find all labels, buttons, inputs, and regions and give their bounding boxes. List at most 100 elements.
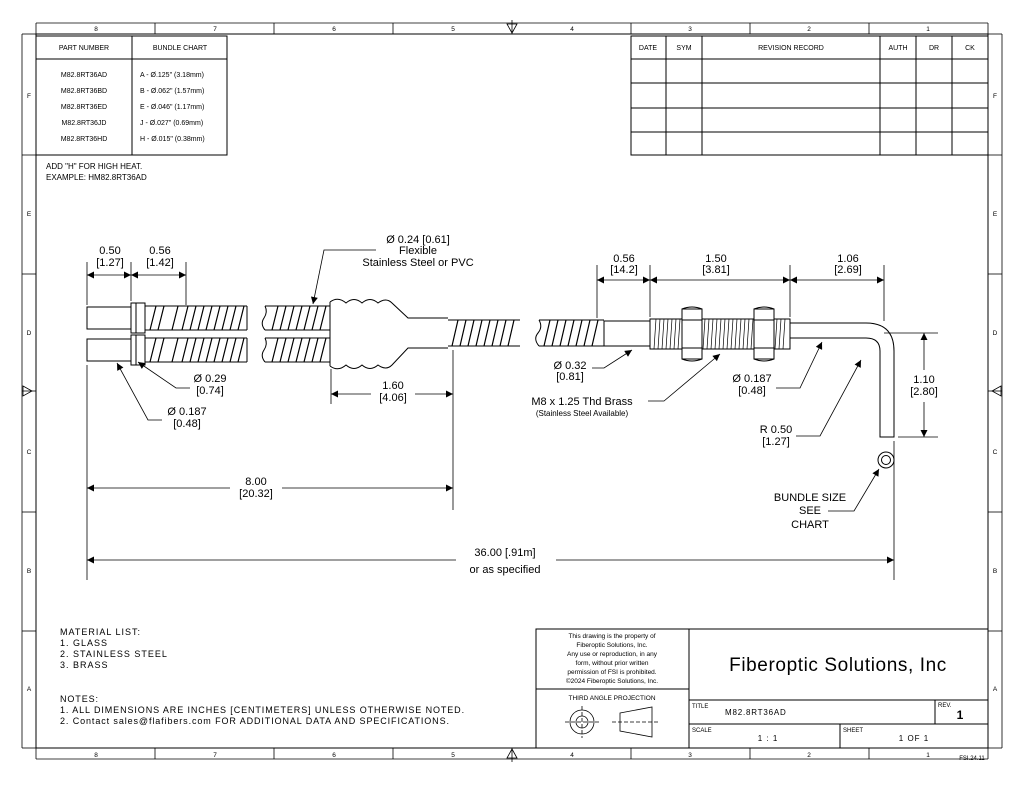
fiber-tip-lower xyxy=(86,338,132,362)
svg-text:NOTES:: NOTES: xyxy=(60,694,99,704)
revision-header: REVISION RECORD xyxy=(758,45,824,52)
table-header: BUNDLE CHART xyxy=(153,45,208,52)
dim-056b: [14.2] xyxy=(610,264,638,276)
dim-150: [3.81] xyxy=(702,264,730,276)
zone-row: A xyxy=(27,686,32,693)
svg-text:ADD "H" FOR HIGH HEAT.: ADD "H" FOR HIGH HEAT. xyxy=(46,162,142,171)
svg-text:1. ALL DIMENSIONS ARE INCHES: 1. ALL DIMENSIONS ARE INCHES [CENTIMETER… xyxy=(60,705,465,715)
dim-050: [1.27] xyxy=(96,257,124,269)
title-label: TITLE xyxy=(692,704,708,710)
third-angle-projection-icon xyxy=(565,706,660,738)
dim-160: [4.06] xyxy=(379,392,407,404)
zone-col: 4 xyxy=(570,752,574,759)
dim-thread: M8 x 1.25 Thd Brass xyxy=(531,396,633,408)
zone-row: E xyxy=(993,211,998,218)
dim-0187-right: Ø 0.187 xyxy=(732,373,771,385)
dim-0187-left: Ø 0.187 xyxy=(167,406,206,418)
drawing-border xyxy=(21,20,1003,762)
table-cell: E - Ø.046" (1.17mm) xyxy=(140,104,204,111)
zone-col: 4 xyxy=(570,26,574,33)
svg-text:3. BRASS: 3. BRASS xyxy=(60,660,109,670)
zone-col: 5 xyxy=(451,26,455,33)
dim-thread-note: (Stainless Steel Available) xyxy=(536,409,629,418)
material-list: MATERIAL LIST: 1. GLASS 2. STAINLESS STE… xyxy=(60,627,168,670)
revision-header: AUTH xyxy=(888,45,907,52)
zone-col: 7 xyxy=(213,26,217,33)
title-block: This drawing is the property of Fiberopt… xyxy=(535,628,989,762)
company-name: Fiberoptic Solutions, Inc xyxy=(729,655,947,676)
fiber-tip-upper xyxy=(86,306,132,330)
revision-table: DATE SYM REVISION RECORD AUTH DR CK xyxy=(630,35,989,156)
dim-056b: 0.56 xyxy=(613,253,634,265)
table-cell: B - Ø.062" (1.57mm) xyxy=(140,88,204,95)
revision-header: CK xyxy=(965,45,975,52)
title-value: M82.8RT36AD xyxy=(725,708,787,717)
projection-label: THIRD ANGLE PROJECTION xyxy=(568,695,655,702)
zone-col: 8 xyxy=(94,26,98,33)
dimension-labels: 0.50 [1.27] 0.56 [1.42] Ø 0.24 [0.61] Fl… xyxy=(96,234,938,576)
zone-col: 1 xyxy=(926,752,930,759)
notes: NOTES: 1. ALL DIMENSIONS ARE INCHES [CEN… xyxy=(60,694,465,726)
zone-col: 7 xyxy=(213,752,217,759)
bundle-size-callout: CHART xyxy=(791,519,829,531)
zone-col: 6 xyxy=(332,26,336,33)
bent-tip xyxy=(790,322,895,438)
zone-col: 6 xyxy=(332,752,336,759)
dim-029: Ø 0.29 xyxy=(193,373,226,385)
dim-0187-right: [0.48] xyxy=(738,385,766,397)
table-cell: M82.8RT36AD xyxy=(61,72,107,79)
sheet-value: 1 OF 1 xyxy=(899,734,929,743)
table-header: PART NUMBER xyxy=(59,45,109,52)
zone-labels: 8 7 6 5 4 3 2 1 8 7 6 5 4 3 2 1 F E D C … xyxy=(27,26,998,759)
dim-160: 1.60 xyxy=(382,380,403,392)
zone-row: B xyxy=(993,568,997,575)
dim-3600: 36.00 [.91m] xyxy=(474,547,535,559)
property-notice: Any use or reproduction, in any xyxy=(567,651,658,658)
dim-106: [2.69] xyxy=(834,264,862,276)
zone-col: 2 xyxy=(807,752,811,759)
zone-row: C xyxy=(27,449,32,456)
form-code: FSI.24.11 xyxy=(959,756,985,762)
table-cell: J - Ø.027" (0.69mm) xyxy=(140,120,203,127)
zone-col: 2 xyxy=(807,26,811,33)
zone-row: F xyxy=(27,93,31,100)
zone-row: C xyxy=(993,449,998,456)
high-heat-note: ADD "H" FOR HIGH HEAT. EXAMPLE: HM82.8RT… xyxy=(46,162,147,182)
dimension-lines xyxy=(86,249,938,580)
property-notice: form, without prior written xyxy=(576,660,649,667)
table-cell: A - Ø.125" (3.18mm) xyxy=(140,72,204,79)
zone-col: 3 xyxy=(688,752,692,759)
table-cell: M82.8RT36BD xyxy=(61,88,107,95)
svg-text:EXAMPLE: HM82.8RT36AD: EXAMPLE: HM82.8RT36AD xyxy=(46,173,147,182)
bundle-end-view xyxy=(877,451,895,469)
zone-col: 8 xyxy=(94,752,98,759)
scale-label: SCALE xyxy=(692,728,712,734)
zone-row: A xyxy=(993,686,998,693)
zone-row: E xyxy=(27,211,32,218)
dim-106: 1.06 xyxy=(837,253,858,265)
svg-text:2. STAINLESS STEEL: 2. STAINLESS STEEL xyxy=(60,649,168,659)
dim-r050: [1.27] xyxy=(762,436,790,448)
dim-r050: R 0.50 xyxy=(760,424,792,436)
dim-029: [0.74] xyxy=(196,385,224,397)
svg-text:1. GLASS: 1. GLASS xyxy=(60,638,108,648)
dim-800: [20.32] xyxy=(239,488,273,500)
property-notice: Fiberoptic Solutions, Inc. xyxy=(576,642,647,649)
revision-header: SYM xyxy=(676,45,691,52)
bundle-chart-table: PART NUMBER BUNDLE CHART M82.8RT36AD A -… xyxy=(35,35,228,156)
rev-label: REV. xyxy=(938,703,952,709)
dim-flex: Ø 0.24 [0.61] xyxy=(386,234,450,246)
sheet-label: SHEET xyxy=(843,728,863,734)
zone-row: F xyxy=(993,93,997,100)
zone-row: B xyxy=(27,568,31,575)
property-notice: permission of FSI is prohibited. xyxy=(567,669,656,676)
zone-col: 5 xyxy=(451,752,455,759)
revision-header: DR xyxy=(929,45,939,52)
dim-flex: Stainless Steel or PVC xyxy=(362,257,473,269)
dim-flex: Flexible xyxy=(399,245,437,257)
dim-3600: or as specified xyxy=(470,564,541,576)
dim-056: 0.56 xyxy=(149,245,170,257)
bundle-size-callout: BUNDLE SIZE xyxy=(774,492,846,504)
property-notice: ©2024 Fiberoptic Solutions, Inc. xyxy=(566,677,658,685)
dim-110: 1.10 xyxy=(913,374,934,386)
